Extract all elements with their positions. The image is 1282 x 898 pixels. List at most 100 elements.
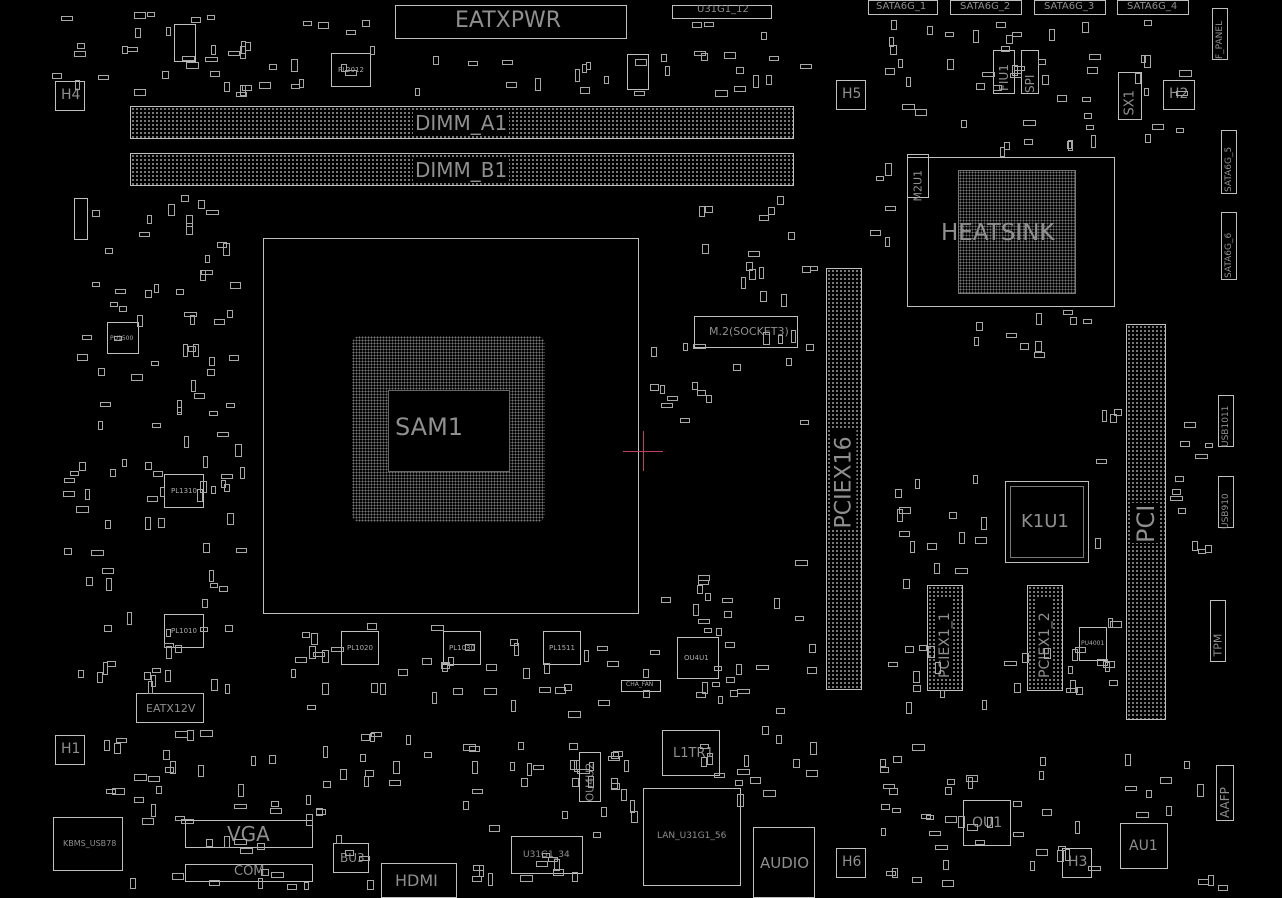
passive-component bbox=[162, 71, 169, 79]
passive-component bbox=[527, 763, 532, 776]
passive-component bbox=[763, 790, 776, 797]
passive-component bbox=[242, 85, 252, 91]
cpu-socket-label: SAM1 bbox=[395, 413, 464, 441]
passive-component bbox=[741, 277, 746, 289]
passive-component bbox=[1010, 73, 1022, 78]
passive-component bbox=[336, 835, 342, 844]
passive-component bbox=[634, 91, 645, 96]
passive-component bbox=[572, 778, 579, 787]
passive-component bbox=[177, 400, 182, 413]
passive-component bbox=[520, 875, 533, 882]
passive-component bbox=[229, 355, 239, 361]
passive-component bbox=[776, 735, 782, 744]
passive-component bbox=[393, 761, 400, 774]
passive-component bbox=[313, 652, 325, 657]
passive-component bbox=[147, 215, 152, 224]
passive-component bbox=[1176, 91, 1188, 96]
passive-component bbox=[1006, 35, 1013, 44]
passive-component bbox=[982, 700, 987, 710]
mounting-hole-h4 bbox=[55, 81, 85, 111]
passive-component bbox=[270, 808, 282, 814]
passive-component bbox=[702, 244, 709, 254]
passive-component bbox=[947, 779, 955, 785]
passive-component bbox=[919, 645, 927, 651]
passive-component bbox=[207, 15, 215, 20]
passive-component bbox=[1065, 849, 1070, 861]
passive-component bbox=[345, 850, 354, 856]
passive-component bbox=[899, 507, 911, 514]
passive-component bbox=[291, 59, 298, 72]
passive-component bbox=[906, 702, 912, 714]
passive-component bbox=[714, 666, 722, 671]
passive-component bbox=[63, 491, 75, 497]
passive-component bbox=[191, 17, 201, 23]
passive-component bbox=[322, 683, 329, 695]
passive-component bbox=[472, 761, 478, 774]
passive-component bbox=[1072, 649, 1078, 661]
passive-component bbox=[734, 86, 746, 92]
passive-component bbox=[209, 411, 218, 416]
passive-component bbox=[572, 872, 578, 882]
passive-component bbox=[716, 628, 722, 636]
passive-component bbox=[514, 643, 519, 656]
passive-component bbox=[234, 839, 247, 845]
pq2002-chip bbox=[627, 54, 649, 90]
passive-component bbox=[724, 52, 736, 59]
passive-component bbox=[582, 64, 587, 73]
mounting-hole-h3 bbox=[1062, 848, 1092, 878]
passive-component bbox=[209, 570, 214, 582]
aafp-label: AAFP bbox=[1218, 787, 1232, 818]
passive-component bbox=[206, 839, 213, 847]
audio-label: AUDIO bbox=[760, 854, 810, 872]
passive-component bbox=[370, 733, 375, 742]
passive-component bbox=[544, 663, 550, 674]
passive-component bbox=[158, 518, 165, 528]
com-label: COM bbox=[234, 864, 265, 879]
passive-component bbox=[187, 730, 194, 741]
passive-component bbox=[156, 786, 162, 794]
passive-component bbox=[186, 223, 193, 235]
passive-component bbox=[981, 517, 987, 530]
passive-component bbox=[203, 543, 210, 553]
passive-component bbox=[142, 818, 154, 825]
passive-component bbox=[145, 517, 151, 530]
passive-component bbox=[134, 89, 146, 96]
m2-socket bbox=[694, 316, 798, 348]
pl1020-label: PL1020 bbox=[347, 644, 373, 652]
passive-component bbox=[164, 643, 174, 648]
pciex16-label: PCIEX16 bbox=[831, 428, 857, 529]
passive-component bbox=[510, 762, 515, 771]
passive-component bbox=[225, 625, 233, 632]
heatsink-outline bbox=[907, 157, 1115, 307]
passive-component bbox=[698, 619, 710, 624]
passive-component bbox=[588, 776, 594, 788]
sata-4-connector bbox=[1117, 0, 1189, 15]
passive-component bbox=[1013, 801, 1022, 807]
passive-component bbox=[152, 423, 161, 428]
passive-component bbox=[197, 489, 203, 502]
passive-component bbox=[105, 248, 113, 254]
passive-component bbox=[172, 873, 184, 880]
passive-component bbox=[809, 644, 816, 653]
passive-component bbox=[806, 770, 818, 777]
passive-component bbox=[700, 744, 709, 749]
passive-component bbox=[188, 346, 196, 352]
passive-component bbox=[1039, 771, 1044, 780]
passive-component bbox=[291, 669, 296, 678]
passive-component bbox=[257, 843, 265, 850]
passive-component bbox=[209, 880, 220, 886]
passive-component bbox=[1208, 875, 1214, 886]
h3-label: H3 bbox=[1068, 854, 1088, 870]
passive-component bbox=[151, 804, 156, 817]
passive-component bbox=[889, 37, 894, 47]
lan-usb-connector bbox=[643, 788, 741, 886]
passive-component bbox=[593, 832, 601, 838]
passive-component bbox=[306, 795, 311, 805]
passive-component bbox=[929, 831, 941, 836]
passive-component bbox=[398, 669, 408, 676]
pl1030-label: PL1030 bbox=[449, 644, 475, 652]
passive-component bbox=[307, 705, 316, 710]
kbms-usb-connector bbox=[53, 817, 123, 871]
passive-component bbox=[973, 30, 979, 43]
passive-component bbox=[753, 75, 759, 88]
